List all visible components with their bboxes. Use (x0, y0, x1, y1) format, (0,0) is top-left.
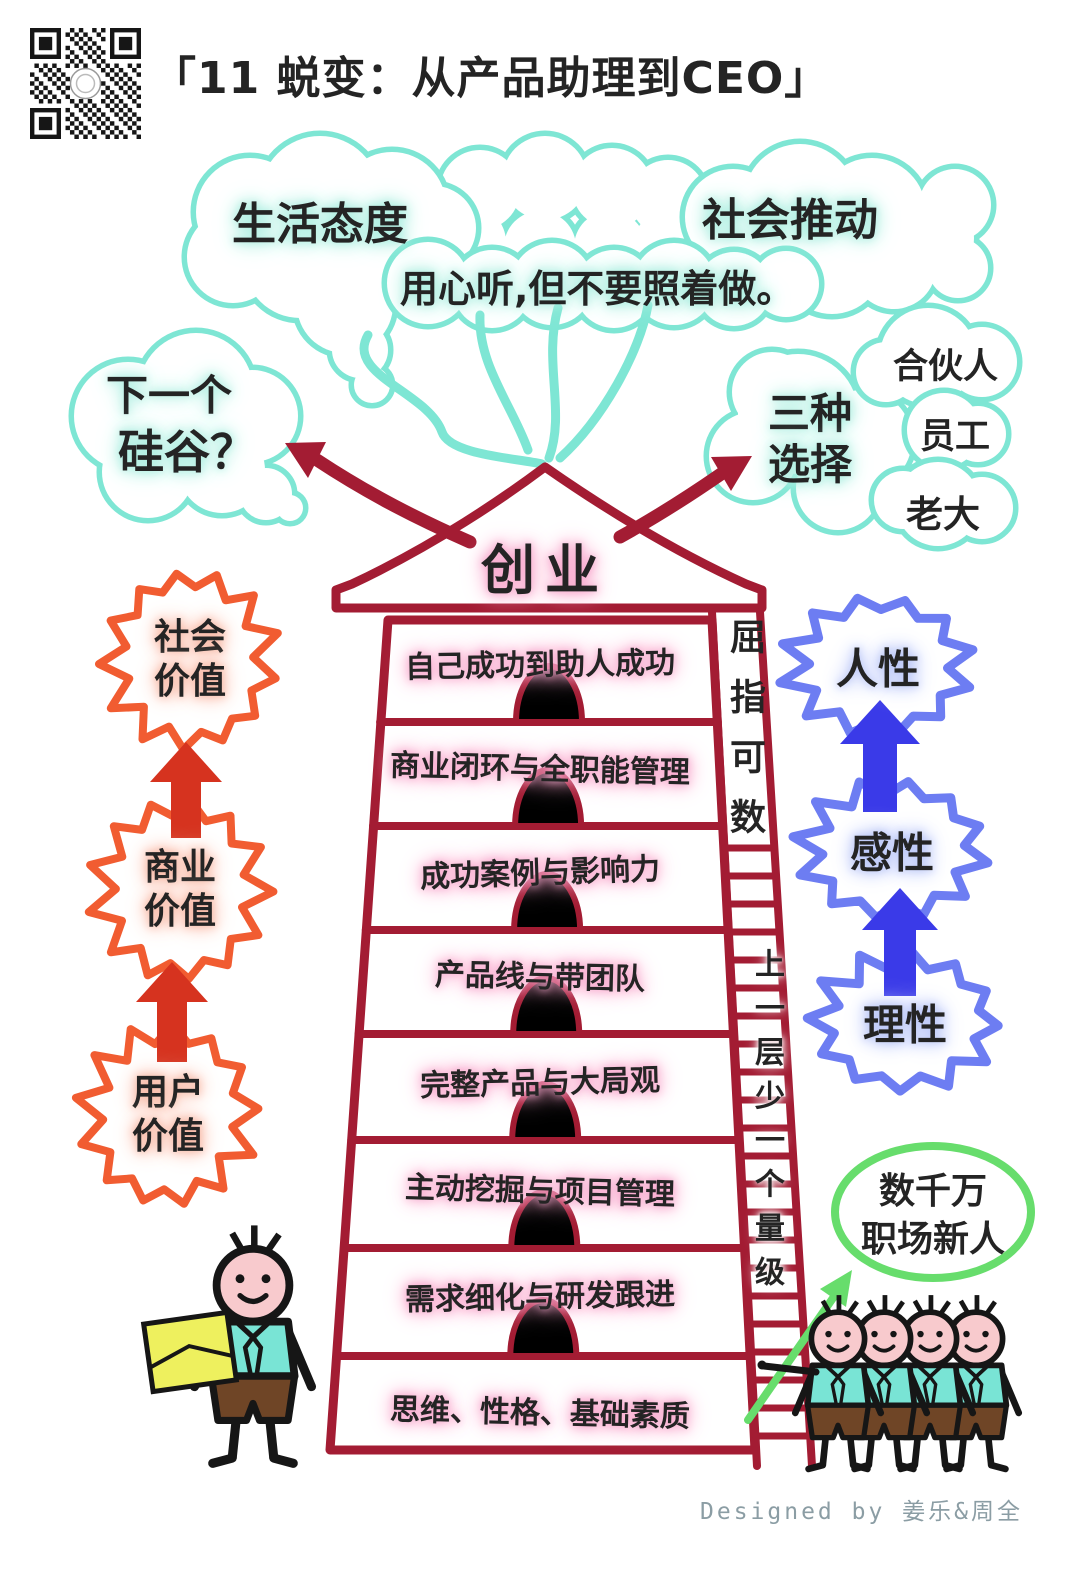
label-social-push: 社会推动 (702, 195, 878, 246)
label-sensibility: 感性 (849, 828, 935, 878)
newcomers-arrow-head (820, 1270, 852, 1307)
roof-arrows (285, 442, 752, 549)
label-listen-note: 用心听,但不要照着做。 (400, 267, 795, 311)
qr-center-logo (69, 67, 102, 100)
scarcity-note: 屈指可数 (724, 618, 765, 858)
tower-level-7: 需求细化与研发跟进 (404, 1277, 676, 1318)
cloud-three-choices (709, 352, 912, 530)
roof-label: 创业 (481, 539, 609, 602)
designer-credit: Designed by 姜乐&周全 (700, 1499, 1024, 1525)
smoke-wisps (359, 300, 653, 469)
arrow-business-to-social (150, 742, 222, 838)
burst-user-value (71, 1020, 263, 1208)
tower-level-3: 成功案例与影响力 (419, 851, 661, 896)
tower-doors (507, 663, 586, 1359)
tower-level-5: 完整产品与大局观 (419, 1063, 661, 1104)
label-user-value: 用户价值 (131, 1072, 204, 1157)
bubble-boss (874, 462, 1013, 546)
label-three-choices: 三种选择 (768, 389, 853, 490)
label-rationality: 理性 (862, 1000, 948, 1050)
tower-level-6: 主动挖掘与项目管理 (404, 1170, 676, 1213)
pagoda-tower (325, 462, 816, 1470)
arrow-to-silicon-valley (310, 453, 477, 549)
label-next-sv-2: 硅谷？ (118, 425, 256, 479)
product-manager-figure (140, 1225, 312, 1463)
yellow-folder (140, 1309, 240, 1395)
burst-rationality (802, 945, 1003, 1096)
cloud-next-silicon-valley (74, 333, 303, 521)
qr-finder-tr (110, 28, 141, 59)
tower-level-4: 产品线与带团队 (434, 957, 646, 998)
cloud-listen-band (387, 242, 819, 328)
cloud-life-attitude (187, 136, 476, 403)
label-next-sv-1: 下一个 (106, 371, 233, 420)
label-life-attitude: 生活态度 (232, 199, 408, 250)
label-humanity: 人性 (835, 644, 921, 694)
label-social-value: 社会价值 (153, 617, 226, 702)
arrow-to-three-choices (613, 467, 728, 544)
newcomer-figures (757, 1295, 1019, 1469)
label-choice-partner: 合伙人 (893, 347, 999, 387)
arrow-user-to-business (136, 962, 208, 1062)
burst-social-value (95, 569, 282, 754)
tower-level-8: 思维、性格、基础素质 (389, 1392, 691, 1435)
arrow-sensibility-to-humanity (840, 700, 920, 812)
label-choice-boss: 老大 (906, 493, 980, 536)
tower-level-2: 商业闭环与全职能管理 (389, 748, 691, 791)
label-newcomers-2: 职场新人 (860, 1219, 1006, 1260)
burst-business-value (84, 797, 278, 983)
bubble-employee (907, 393, 1006, 467)
page-title: 「11 蜕变：从产品助理到CEO」 (152, 53, 830, 104)
label-choice-employee: 员工 (920, 417, 991, 457)
label-business-value: 商业价值 (143, 847, 216, 932)
arrow-to-silicon-valley-head (285, 442, 326, 478)
ladder-rungs (721, 844, 814, 1440)
arrow-to-three-choices-head (711, 456, 752, 491)
label-newcomers-1: 数千万 (878, 1171, 988, 1212)
tower-roof (331, 462, 767, 613)
qr-finder-bl (30, 108, 61, 139)
qr-finder-tl (30, 28, 61, 59)
arrow-rationality-to-sensibility (862, 888, 938, 996)
bubble-partner (856, 308, 1017, 404)
pointing-arm (760, 1362, 820, 1376)
ladder-note: 上一层少一个量级 (749, 948, 784, 1300)
newcomers-circle (831, 1142, 1035, 1282)
tower-level-1: 自己成功到助人成功 (404, 645, 676, 686)
mind-chain-graphics (775, 593, 1003, 1096)
qr-code (26, 24, 145, 143)
value-chain-graphics (71, 569, 282, 1208)
